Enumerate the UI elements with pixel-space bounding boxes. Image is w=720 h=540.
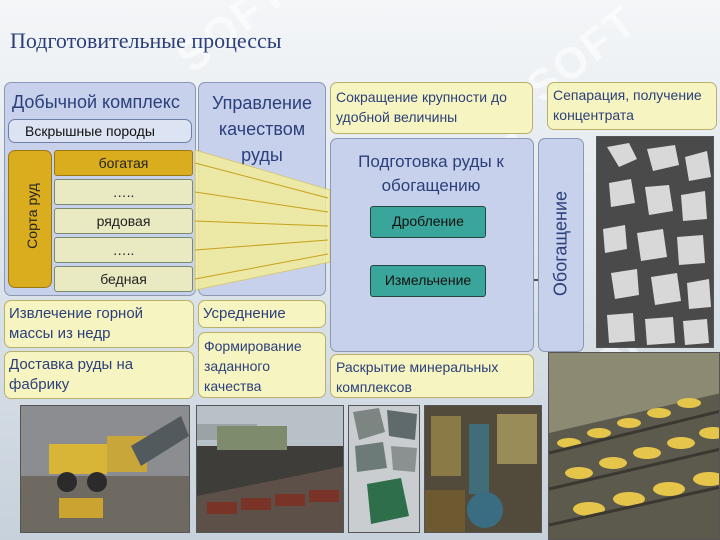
ore-samples-photo — [348, 405, 420, 533]
page-title: Подготовительные процессы — [10, 28, 282, 53]
mining-site-photo — [20, 405, 190, 533]
ore-trains-photo — [196, 405, 344, 533]
mineral-liberation-box — [330, 354, 534, 398]
averaging-label: Усреднение — [203, 305, 286, 322]
extraction-label: Извлечение горной массы из недр — [9, 305, 144, 342]
forming-quality-label: Формирование заданного качества — [204, 338, 302, 394]
grade-poor: бедная — [54, 266, 193, 292]
extraction-box — [4, 300, 194, 348]
size-reduction-label: Сокращение крупности до удобной величины — [336, 89, 507, 125]
forming-quality-box — [198, 332, 326, 398]
quality-management-label: Управление качеством руды — [211, 93, 313, 165]
overburden-label: Вскрышные породы — [25, 123, 155, 139]
processing-plant-photo — [424, 405, 542, 533]
crushing-step: Дробление — [370, 206, 486, 238]
beneficiation-panel — [538, 138, 584, 352]
flotation-hall-photo — [548, 352, 720, 540]
mining-complex-heading: Добычной комплекс — [12, 92, 180, 112]
separation-label: Сепарация, получение концентрата — [553, 87, 702, 123]
delivery-box — [4, 351, 194, 399]
averaging-box — [198, 300, 326, 328]
size-reduction-box — [330, 82, 533, 134]
ore-preparation-heading: Подготовка руды к обогащению — [358, 152, 504, 195]
grade-ellipsis: ….. — [54, 179, 193, 205]
mineral-micrograph — [596, 136, 714, 348]
overburden-box — [8, 119, 192, 143]
beneficiation-label: Обогащение — [550, 190, 571, 297]
ore-preparation-panel — [330, 138, 534, 352]
grade-rich: богатая — [54, 150, 193, 176]
delivery-label: Доставка руды на фабрику — [9, 356, 134, 393]
grade-ordinary: рядовая — [54, 208, 193, 234]
grinding-step: Измельчение — [370, 265, 486, 297]
separation-box — [547, 82, 717, 130]
grade-ellipsis: ….. — [54, 237, 193, 263]
mineral-liberation-label: Раскрытие минеральных комплексов — [336, 359, 499, 395]
ore-grades-box — [8, 150, 52, 288]
